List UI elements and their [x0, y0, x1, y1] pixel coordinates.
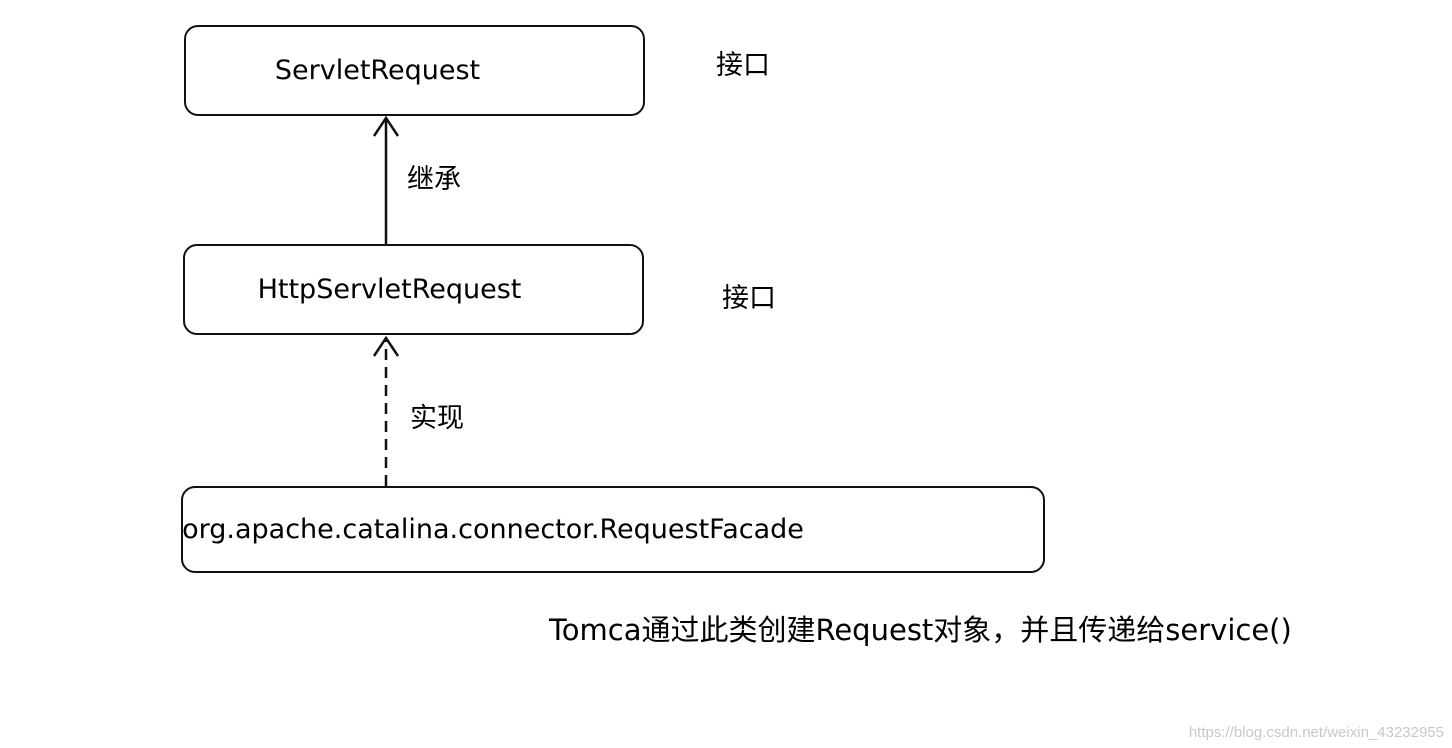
request-facade-label: org.apache.catalina.connector.RequestFac… — [182, 514, 804, 545]
servlet-request-box: ServletRequest — [184, 25, 645, 116]
implement-arrow-head — [372, 335, 400, 357]
request-facade-box: org.apache.catalina.connector.RequestFac… — [181, 486, 1045, 573]
http-servlet-request-box: HttpServletRequest — [183, 244, 644, 335]
inherit-label: 继承 — [407, 164, 461, 195]
watermark: https://blog.csdn.net/weixin_43232955 — [1188, 724, 1444, 741]
servlet-request-interface-tag: 接口 — [716, 50, 770, 81]
inherit-arrow-head — [372, 115, 400, 137]
http-servlet-request-interface-tag: 接口 — [722, 283, 776, 314]
http-servlet-request-label: HttpServletRequest — [257, 274, 522, 305]
implement-label: 实现 — [410, 403, 464, 434]
diagram-caption: Tomca通过此类创建Request对象，并且传递给service() — [549, 613, 1292, 647]
servlet-request-label: ServletRequest — [274, 55, 481, 86]
